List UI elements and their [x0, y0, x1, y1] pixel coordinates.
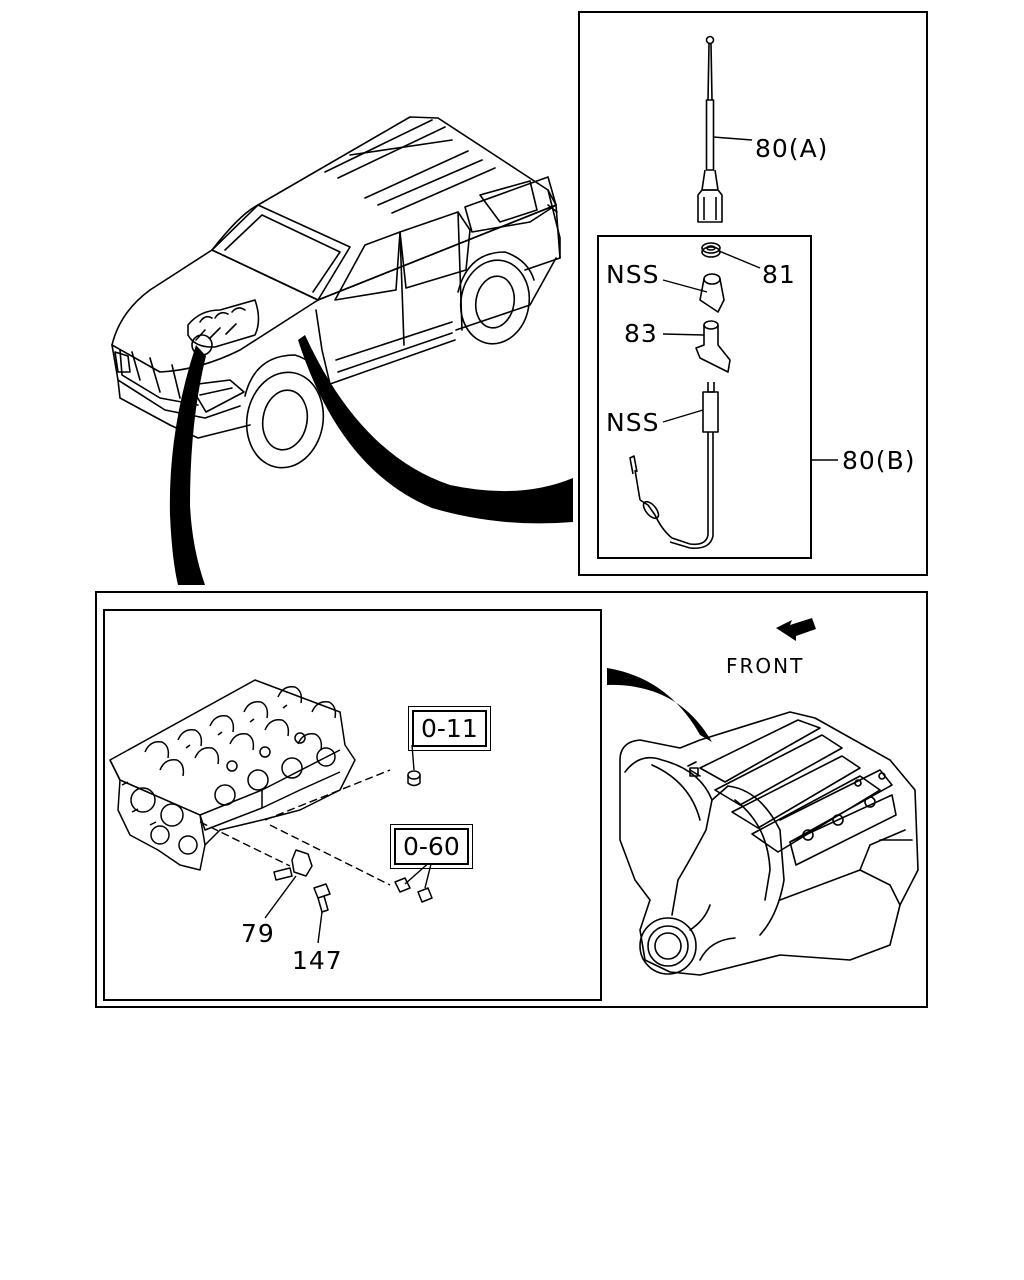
callout-nss-lower: NSS: [606, 408, 660, 437]
antenna-panel-frame: [578, 11, 928, 576]
vehicle-illustration: [111, 116, 561, 469]
pointer-swoosh-right: [298, 335, 573, 524]
callout-sensor: 79: [241, 919, 275, 948]
callout-ref-upper: 0-11: [408, 706, 491, 751]
callout-nss-upper: NSS: [606, 260, 660, 289]
antenna-assembly-subframe: [597, 235, 812, 559]
callout-nut: 81: [762, 260, 796, 289]
callout-antenna-mast: 80(A): [755, 134, 829, 163]
front-direction-label: FRONT: [726, 654, 805, 678]
engine-panel-frame: [95, 591, 928, 1008]
pointer-swoosh-left: [169, 345, 206, 585]
front-arrow-icon: [776, 618, 816, 641]
callout-ref-lower: 0-60: [390, 824, 473, 869]
callout-bolt: 147: [292, 946, 343, 975]
antenna-mast: [697, 35, 723, 223]
cylinder-head-parts: [273, 770, 433, 913]
engine-illustration: [619, 711, 919, 976]
callout-antenna-assembly: 80(B): [842, 446, 916, 475]
callout-base: 83: [624, 319, 658, 348]
cylinder-head-subframe: [103, 609, 602, 1001]
antenna-leader-lines: [662, 136, 838, 461]
cylinder-head-illustration: [109, 679, 356, 871]
pointer-swoosh-engine: [607, 668, 712, 742]
